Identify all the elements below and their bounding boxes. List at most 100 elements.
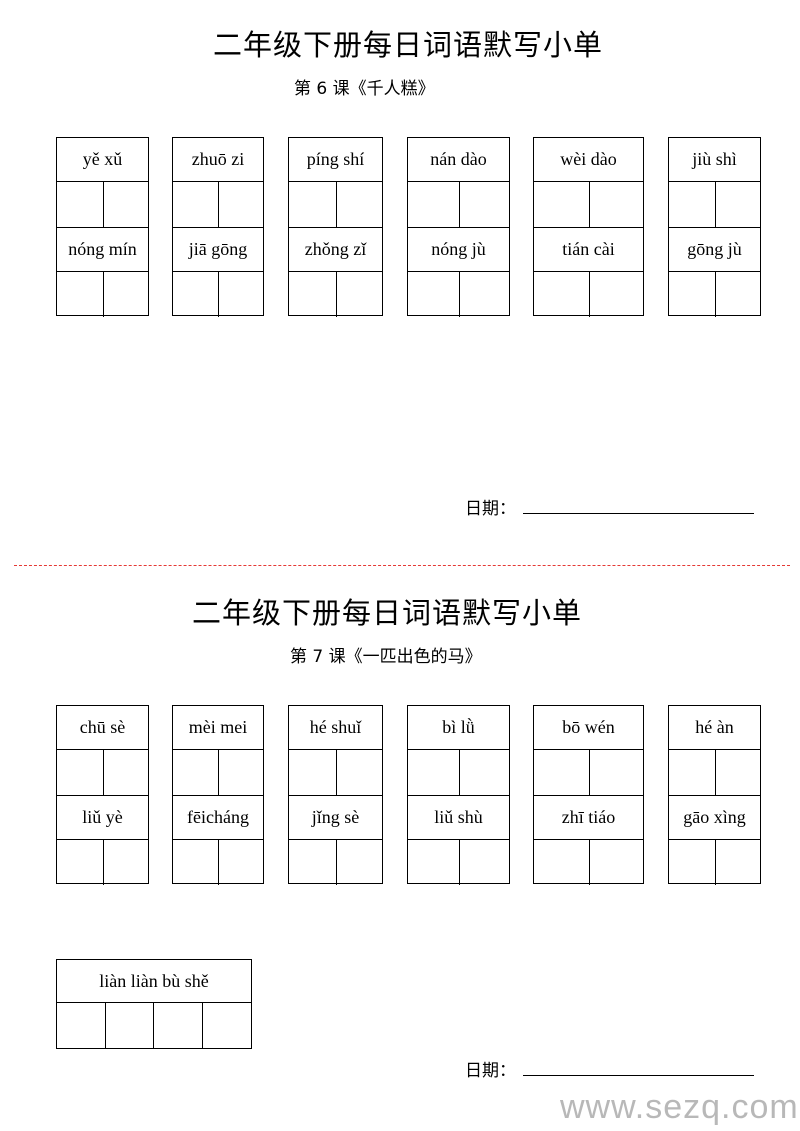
divider bbox=[589, 839, 590, 885]
divider bbox=[669, 271, 760, 272]
pinyin-label: liàn liàn bù shě bbox=[99, 970, 209, 991]
section-2-date-line bbox=[523, 1075, 754, 1076]
divider bbox=[669, 227, 760, 228]
divider bbox=[289, 181, 382, 182]
pinyin-label: jiù shì bbox=[692, 149, 737, 169]
divider bbox=[715, 181, 716, 227]
word-box-extra: liàn liàn bù shě bbox=[56, 959, 252, 1049]
divider bbox=[534, 839, 643, 840]
pinyin-label: zhī tiáo bbox=[561, 806, 616, 827]
word-box: mèi mei fēicháng bbox=[172, 705, 264, 885]
word-box: chū sè liǔ yè bbox=[56, 705, 149, 885]
pinyin-label: nóng mín bbox=[68, 238, 137, 259]
divider bbox=[57, 749, 148, 750]
divider bbox=[408, 271, 509, 272]
divider bbox=[336, 839, 337, 885]
word-box: zhuō zi jiā gōng bbox=[172, 137, 264, 317]
pinyin-label: nán dào bbox=[430, 149, 487, 169]
pinyin-label: jǐng sè bbox=[311, 806, 360, 827]
divider bbox=[669, 839, 760, 840]
divider bbox=[103, 181, 104, 227]
divider bbox=[408, 181, 509, 182]
section-2-lesson: 第 7 课《一匹出色的马》 bbox=[290, 647, 482, 667]
pinyin-label: nóng jù bbox=[431, 238, 486, 259]
divider bbox=[289, 839, 382, 840]
pinyin-label: hé shuǐ bbox=[309, 717, 362, 737]
word-box: hé shuǐ jǐng sè bbox=[288, 705, 383, 885]
word-box: bì lǜ liǔ shù bbox=[407, 705, 510, 885]
divider bbox=[534, 271, 643, 272]
section-1-lesson: 第 6 课《千人糕》 bbox=[294, 79, 435, 99]
divider bbox=[105, 1002, 106, 1048]
divider bbox=[336, 749, 337, 795]
pinyin-label: wèi dào bbox=[560, 149, 617, 169]
pinyin-label: gāo xìng bbox=[683, 806, 746, 827]
pinyin-label: yě xǔ bbox=[82, 149, 123, 169]
divider bbox=[218, 749, 219, 795]
divider bbox=[289, 227, 382, 228]
section-1-title: 二年级下册每日词语默写小单 bbox=[213, 28, 604, 62]
divider bbox=[218, 271, 219, 317]
word-box: wèi dào tián cài bbox=[533, 137, 644, 317]
divider bbox=[57, 271, 148, 272]
divider bbox=[534, 227, 643, 228]
divider bbox=[408, 227, 509, 228]
pinyin-label: gōng jù bbox=[687, 238, 742, 259]
word-box: hé àn gāo xìng bbox=[668, 705, 761, 885]
divider bbox=[589, 181, 590, 227]
pinyin-label: fēicháng bbox=[187, 806, 249, 827]
divider bbox=[669, 795, 760, 796]
pinyin-label: bō wén bbox=[562, 717, 615, 737]
divider bbox=[589, 749, 590, 795]
divider bbox=[57, 839, 148, 840]
section-1-date-line bbox=[523, 513, 754, 514]
divider bbox=[173, 795, 263, 796]
divider bbox=[103, 749, 104, 795]
pinyin-label: hé àn bbox=[695, 717, 734, 737]
divider bbox=[173, 227, 263, 228]
divider bbox=[336, 181, 337, 227]
word-box: jiù shì gōng jù bbox=[668, 137, 761, 317]
pinyin-label: liǔ shù bbox=[434, 806, 483, 827]
divider bbox=[534, 795, 643, 796]
divider bbox=[336, 271, 337, 317]
divider bbox=[103, 271, 104, 317]
pinyin-label: jiā gōng bbox=[188, 238, 248, 259]
divider bbox=[202, 1002, 203, 1048]
section-2-title: 二年级下册每日词语默写小单 bbox=[192, 596, 583, 630]
pinyin-label: liǔ yè bbox=[82, 806, 123, 827]
divider bbox=[57, 1002, 251, 1003]
divider bbox=[408, 749, 509, 750]
section-2-date-label: 日期： bbox=[465, 1061, 516, 1081]
divider bbox=[57, 181, 148, 182]
cut-separator bbox=[14, 565, 790, 566]
divider bbox=[459, 181, 460, 227]
divider bbox=[715, 839, 716, 885]
pinyin-label: chū sè bbox=[79, 717, 126, 737]
word-box: yě xǔ nóng mín bbox=[56, 137, 149, 317]
divider bbox=[459, 839, 460, 885]
word-box: bō wén zhī tiáo bbox=[533, 705, 644, 885]
pinyin-label: zhǒng zǐ bbox=[304, 238, 367, 259]
watermark: www.sezq.com bbox=[560, 1088, 799, 1126]
divider bbox=[103, 839, 104, 885]
divider bbox=[715, 749, 716, 795]
divider bbox=[289, 795, 382, 796]
divider bbox=[589, 271, 590, 317]
pinyin-label: tián cài bbox=[562, 238, 615, 259]
pinyin-label: zhuō zi bbox=[191, 149, 245, 169]
divider bbox=[534, 749, 643, 750]
pinyin-label: bì lǜ bbox=[442, 717, 475, 737]
divider bbox=[669, 749, 760, 750]
divider bbox=[57, 795, 148, 796]
divider bbox=[57, 227, 148, 228]
divider bbox=[153, 1002, 154, 1048]
divider bbox=[289, 749, 382, 750]
divider bbox=[218, 839, 219, 885]
divider bbox=[289, 271, 382, 272]
divider bbox=[459, 271, 460, 317]
divider bbox=[715, 271, 716, 317]
pinyin-label: mèi mei bbox=[188, 717, 248, 737]
